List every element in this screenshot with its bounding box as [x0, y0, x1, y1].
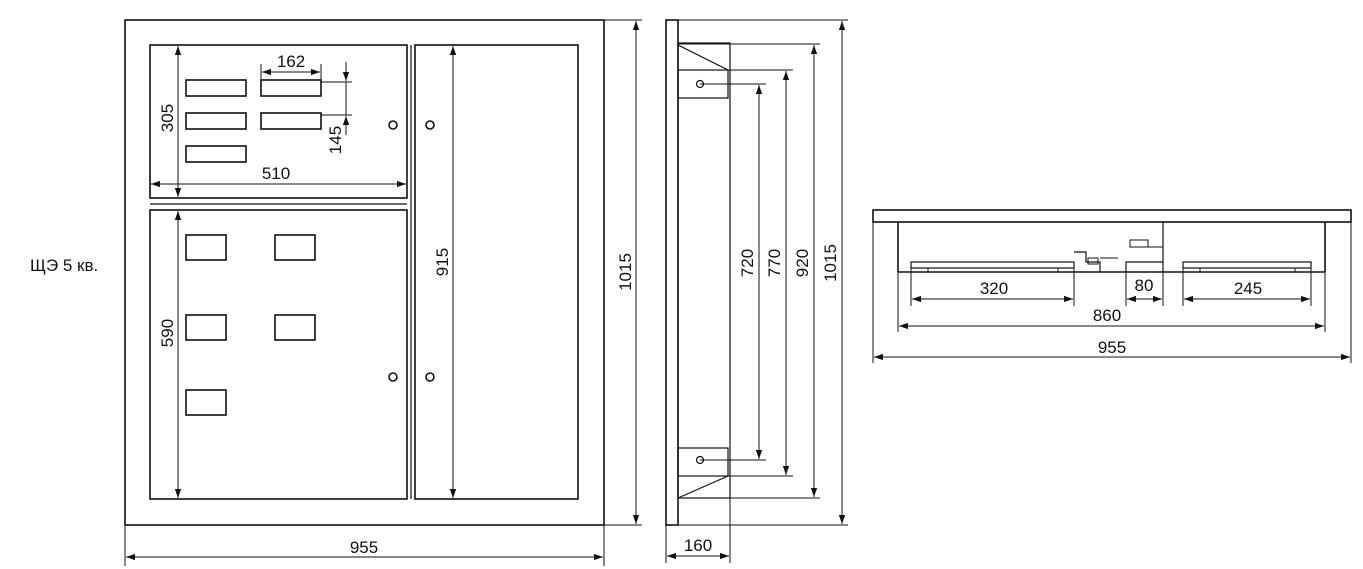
- right-compartment: [414, 44, 579, 500]
- dim-1015-side: 1015: [821, 244, 840, 282]
- dim-gap: 80: [1135, 276, 1154, 295]
- din-rail-right: [1182, 261, 1312, 269]
- meter-window: [185, 79, 247, 97]
- dim-right-rail: 245: [1234, 279, 1262, 298]
- meter-window: [185, 145, 247, 163]
- dim-920: 920: [793, 249, 812, 277]
- dim-left-rail: 320: [980, 279, 1008, 298]
- front-view: [124, 19, 605, 526]
- dim-front-height: 1015: [616, 253, 635, 291]
- side-view: [665, 19, 731, 526]
- meter-window: [185, 112, 247, 130]
- upper-bracket: [1129, 239, 1149, 248]
- meter-window: [260, 79, 322, 97]
- dim-inner-width: 860: [1093, 306, 1121, 325]
- dim-lower-compartment-height: 590: [158, 319, 177, 347]
- lock-icon: [388, 120, 398, 130]
- side-dimension-labels: 160 720 770 920 1015: [684, 244, 840, 555]
- dim-top-overall-width: 955: [1098, 338, 1126, 357]
- top-left-compartment: [149, 44, 408, 199]
- top-view: [872, 209, 1352, 273]
- breaker-window: [274, 314, 316, 341]
- cabinet-caption: ЩЭ 5 кв.: [30, 256, 99, 275]
- top-dimension-labels: 320 80 245 860 955: [980, 276, 1262, 357]
- side-front-panel: [665, 19, 679, 526]
- breaker-window: [274, 234, 316, 261]
- breaker-window: [185, 234, 227, 261]
- dim-top-compartment-height: 305: [158, 104, 177, 132]
- side-body: [677, 42, 731, 499]
- meter-window: [260, 112, 322, 130]
- top-dimensions: [872, 222, 1352, 363]
- dim-front-width: 955: [350, 538, 378, 557]
- top-front-panel: [872, 209, 1352, 223]
- mounting-bracket: [677, 447, 729, 477]
- dim-720: 720: [738, 249, 757, 277]
- dim-meter-window-pitch: 145: [326, 126, 345, 154]
- lower-left-compartment: [149, 209, 408, 500]
- breaker-window: [185, 389, 227, 416]
- side-dimensions: [665, 19, 848, 563]
- lock-icon: [425, 120, 435, 130]
- front-dimensions: [124, 19, 642, 566]
- dim-meter-window-width: 162: [277, 52, 305, 71]
- dim-top-compartment-width: 510: [262, 164, 290, 183]
- middle-bracket: [1074, 251, 1101, 272]
- lock-icon: [425, 372, 435, 382]
- front-outer-frame: [124, 19, 605, 526]
- dim-770: 770: [765, 249, 784, 277]
- din-rail-left: [910, 261, 1075, 269]
- breaker-window: [185, 314, 227, 341]
- front-dimension-labels: 955 1015 915 510 305 590 162 145: [158, 52, 635, 557]
- dim-right-door-height: 915: [433, 248, 452, 276]
- lock-icon: [388, 372, 398, 382]
- dim-depth: 160: [684, 536, 712, 555]
